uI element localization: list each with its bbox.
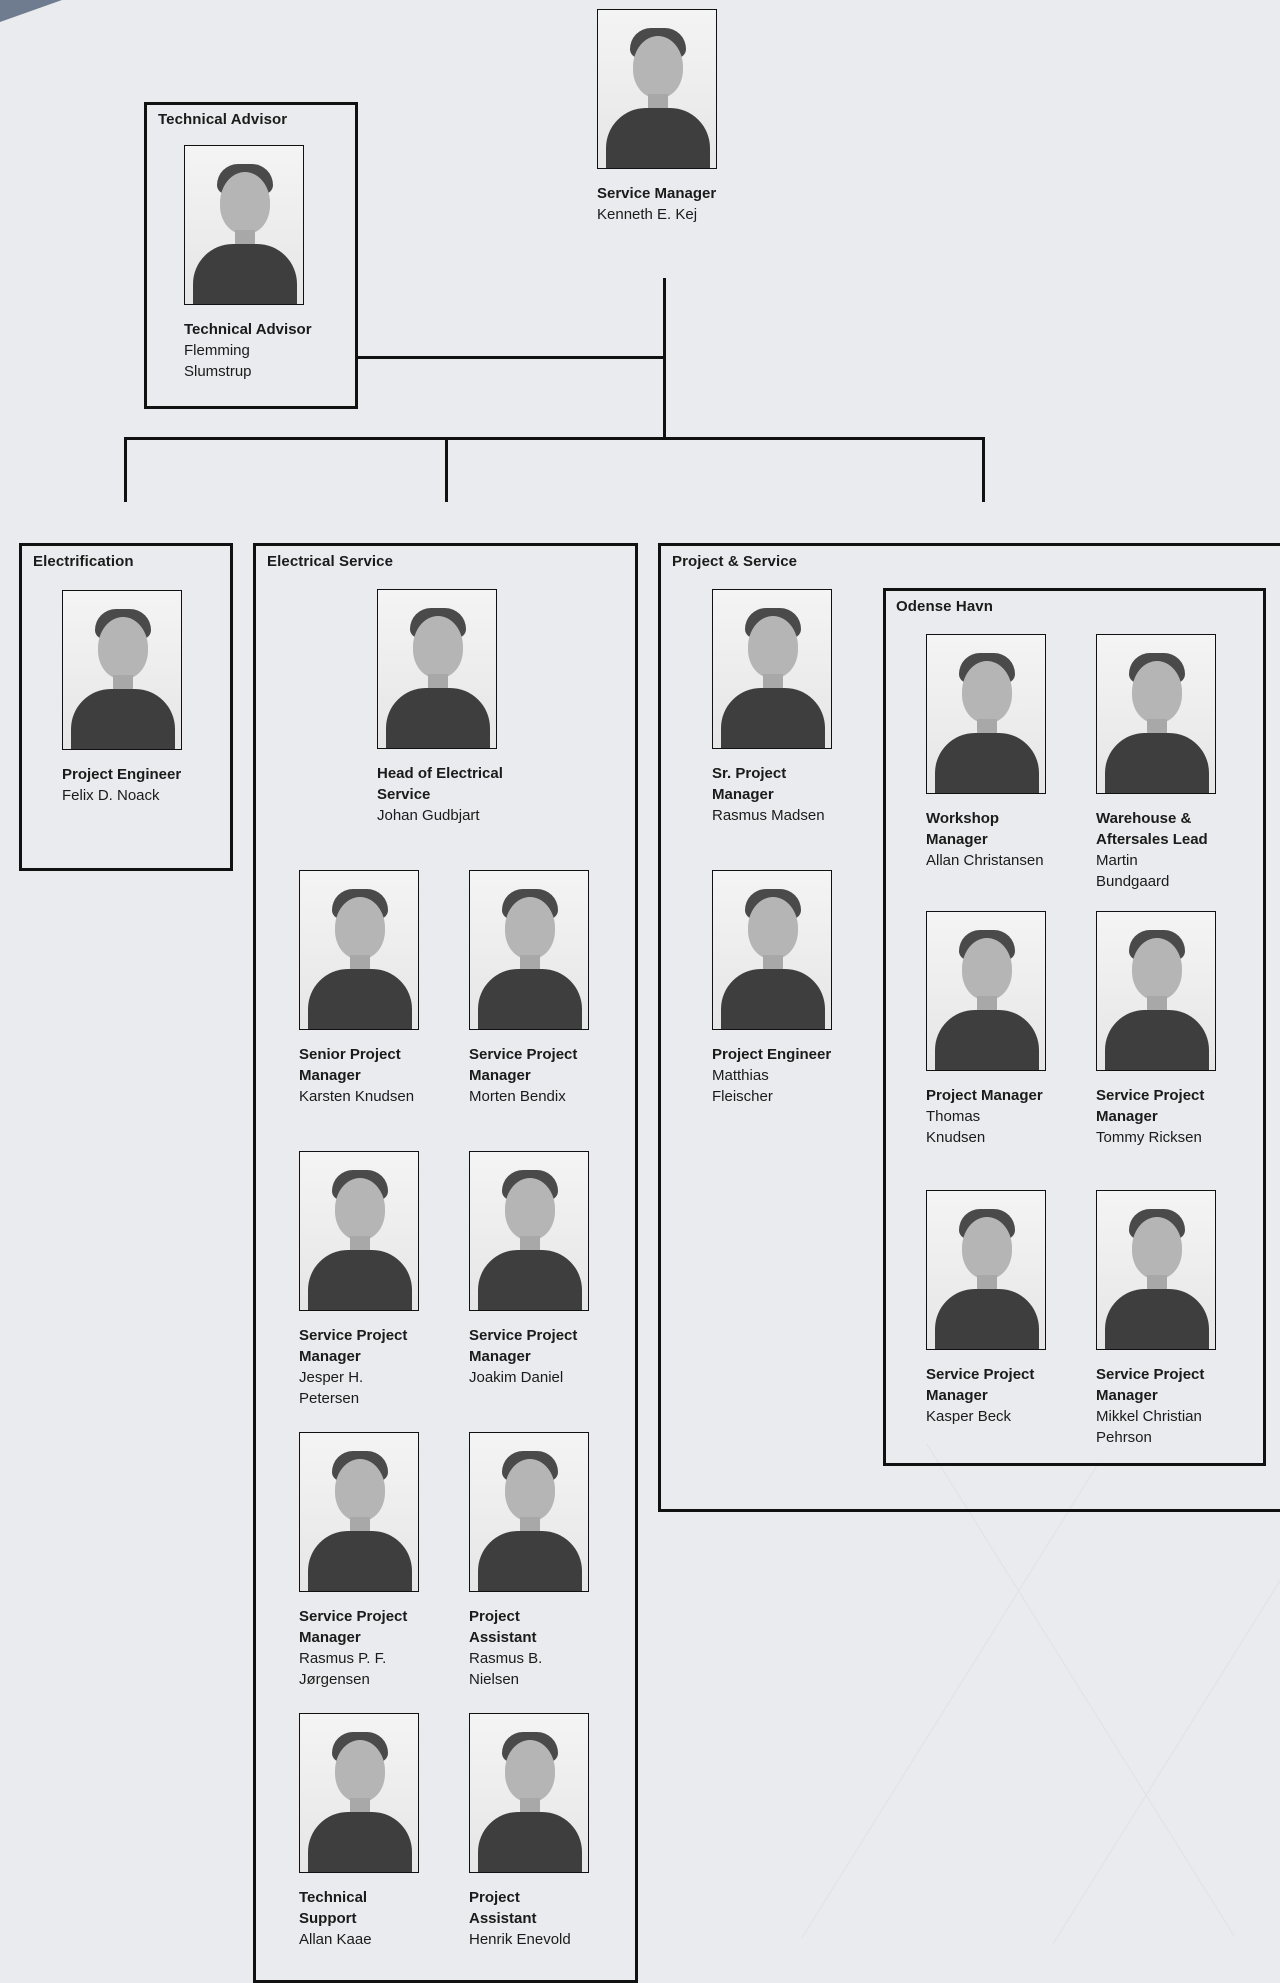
role-title: Project Assistant xyxy=(469,1889,537,1927)
corner-decoration xyxy=(0,0,62,22)
electrical-service-person-card: Service Project Manager Rasmus P. F. Jør… xyxy=(299,1432,451,1690)
connector-project-service-drop xyxy=(982,437,985,502)
portrait-photo xyxy=(469,870,589,1030)
role-title: Service Project Manager xyxy=(299,1608,408,1646)
portrait-photo xyxy=(926,911,1046,1071)
role-title: Workshop Manager xyxy=(926,810,1000,848)
person-name: Allan Christansen xyxy=(926,852,1044,869)
connector-advisor-horizontal xyxy=(356,356,666,359)
odense-havn-box xyxy=(883,588,1266,1466)
portrait-photo xyxy=(469,1713,589,1873)
connector-manager-vertical xyxy=(663,278,666,440)
person-name: Jesper H. Petersen xyxy=(299,1369,364,1407)
person-name: Karsten Knudsen xyxy=(299,1088,415,1105)
person-name: Rasmus P. F. Jørgensen xyxy=(299,1650,387,1688)
electrical-service-person-card: Technical Support Allan Kaae xyxy=(299,1713,451,1950)
person-name: Martin Bundgaard xyxy=(1096,852,1170,890)
portrait-photo xyxy=(926,1190,1046,1350)
odense-havn-person-card: Workshop Manager Allan Christansen xyxy=(926,634,1078,871)
portrait-photo xyxy=(184,145,304,305)
connector-electrical-service-drop xyxy=(445,437,448,502)
project-service-title: Project & Service xyxy=(672,553,798,570)
odense-havn-person-card: Project Manager Thomas Knudsen xyxy=(926,911,1078,1148)
person-name: Matthias Fleischer xyxy=(712,1067,773,1105)
role-title: Project Engineer xyxy=(712,1046,832,1063)
role-title: Service Project Manager xyxy=(469,1327,578,1365)
portrait-photo xyxy=(62,590,182,750)
odense-havn-person-card: Service Project Manager Tommy Ricksen xyxy=(1096,911,1248,1148)
person-name: Mikkel Christian Pehrson xyxy=(1096,1408,1202,1446)
role-title: Senior Project Manager xyxy=(299,1046,401,1084)
person-name: Thomas Knudsen xyxy=(926,1108,986,1146)
connector-bus-horizontal xyxy=(124,437,985,440)
electrical-service-person-card: Senior Project Manager Karsten Knudsen xyxy=(299,870,451,1107)
portrait-photo xyxy=(1096,911,1216,1071)
role-title: Warehouse & Aftersales Lead xyxy=(1096,810,1208,848)
technical-advisor-box xyxy=(144,102,358,409)
person-name: Rasmus B. Nielsen xyxy=(469,1650,543,1688)
background-line xyxy=(1052,1536,1280,1944)
portrait-photo xyxy=(299,1713,419,1873)
person-name: Flemming Slumstrup xyxy=(184,342,252,380)
electrical-service-title: Electrical Service xyxy=(267,553,394,570)
background-line xyxy=(801,1462,1100,1938)
person-name: Henrik Enevold xyxy=(469,1931,571,1948)
portrait-photo xyxy=(469,1151,589,1311)
electrical-service-person-card: Project Assistant Henrik Enevold xyxy=(469,1713,621,1950)
role-title: Service Project Manager xyxy=(469,1046,578,1084)
role-title: Service Manager xyxy=(597,185,717,202)
person-name: Allan Kaae xyxy=(299,1931,372,1948)
person-name: Tommy Ricksen xyxy=(1096,1129,1202,1146)
role-title: Service Project Manager xyxy=(1096,1366,1205,1404)
odense-havn-person-card: Service Project Manager Kasper Beck xyxy=(926,1190,1078,1427)
role-title: Service Project Manager xyxy=(926,1366,1035,1404)
odense-havn-person-card: Service Project Manager Mikkel Christian… xyxy=(1096,1190,1248,1448)
background-line xyxy=(926,1443,1235,1937)
project-service-person-card: Project Engineer Matthias Fleischer xyxy=(712,870,864,1107)
person-name: Morten Bendix xyxy=(469,1088,566,1105)
connector-electrification-drop xyxy=(124,437,127,502)
role-title: Project Engineer xyxy=(62,766,182,783)
portrait-photo xyxy=(926,634,1046,794)
portrait-photo xyxy=(469,1432,589,1592)
electrical-service-person-card: Service Project Manager Morten Bendix xyxy=(469,870,621,1107)
electrical-service-person-card: Service Project Manager Joakim Daniel xyxy=(469,1151,621,1388)
role-title: Sr. Project Manager xyxy=(712,765,787,803)
role-title: Service Project Manager xyxy=(1096,1087,1205,1125)
portrait-photo xyxy=(712,870,832,1030)
project-service-person-card: Sr. Project Manager Rasmus Madsen xyxy=(712,589,864,826)
project-service-box xyxy=(658,543,1280,1512)
role-title: Project Manager xyxy=(926,1087,1043,1104)
portrait-photo xyxy=(712,589,832,749)
portrait-photo xyxy=(1096,634,1216,794)
portrait-photo xyxy=(299,870,419,1030)
person-name: Johan Gudbjart xyxy=(377,807,480,824)
role-title: Head of Electrical Service xyxy=(377,765,503,803)
person-name: Kasper Beck xyxy=(926,1408,1012,1425)
role-title: Project Assistant xyxy=(469,1608,537,1646)
electrification-person-card: Project Engineer Felix D. Noack xyxy=(62,590,214,806)
portrait-photo xyxy=(377,589,497,749)
portrait-photo xyxy=(1096,1190,1216,1350)
technical-advisor-title: Technical Advisor xyxy=(158,111,288,128)
technical-advisor-card: Technical Advisor Flemming Slumstrup xyxy=(184,145,336,382)
electrical-service-person-card: Project Assistant Rasmus B. Nielsen xyxy=(469,1432,621,1690)
person-name: Joakim Daniel xyxy=(469,1369,564,1386)
role-title: Technical Advisor xyxy=(184,321,312,338)
odense-havn-person-card: Warehouse & Aftersales Lead Martin Bundg… xyxy=(1096,634,1248,892)
person-name: Rasmus Madsen xyxy=(712,807,825,824)
odense-havn-title: Odense Havn xyxy=(896,598,993,615)
electrical-service-head-card: Head of Electrical Service Johan Gudbjar… xyxy=(377,589,529,826)
role-title: Service Project Manager xyxy=(299,1327,408,1365)
portrait-photo xyxy=(597,9,717,169)
person-name: Kenneth E. Kej xyxy=(597,206,698,223)
electrification-box xyxy=(19,543,233,871)
portrait-photo xyxy=(299,1432,419,1592)
portrait-photo xyxy=(299,1151,419,1311)
electrical-service-person-card: Service Project Manager Jesper H. Peters… xyxy=(299,1151,451,1409)
service-manager-card: Service Manager Kenneth E. Kej xyxy=(597,9,749,225)
person-name: Felix D. Noack xyxy=(62,787,160,804)
role-title: Technical Support xyxy=(299,1889,368,1927)
electrification-title: Electrification xyxy=(33,553,134,570)
